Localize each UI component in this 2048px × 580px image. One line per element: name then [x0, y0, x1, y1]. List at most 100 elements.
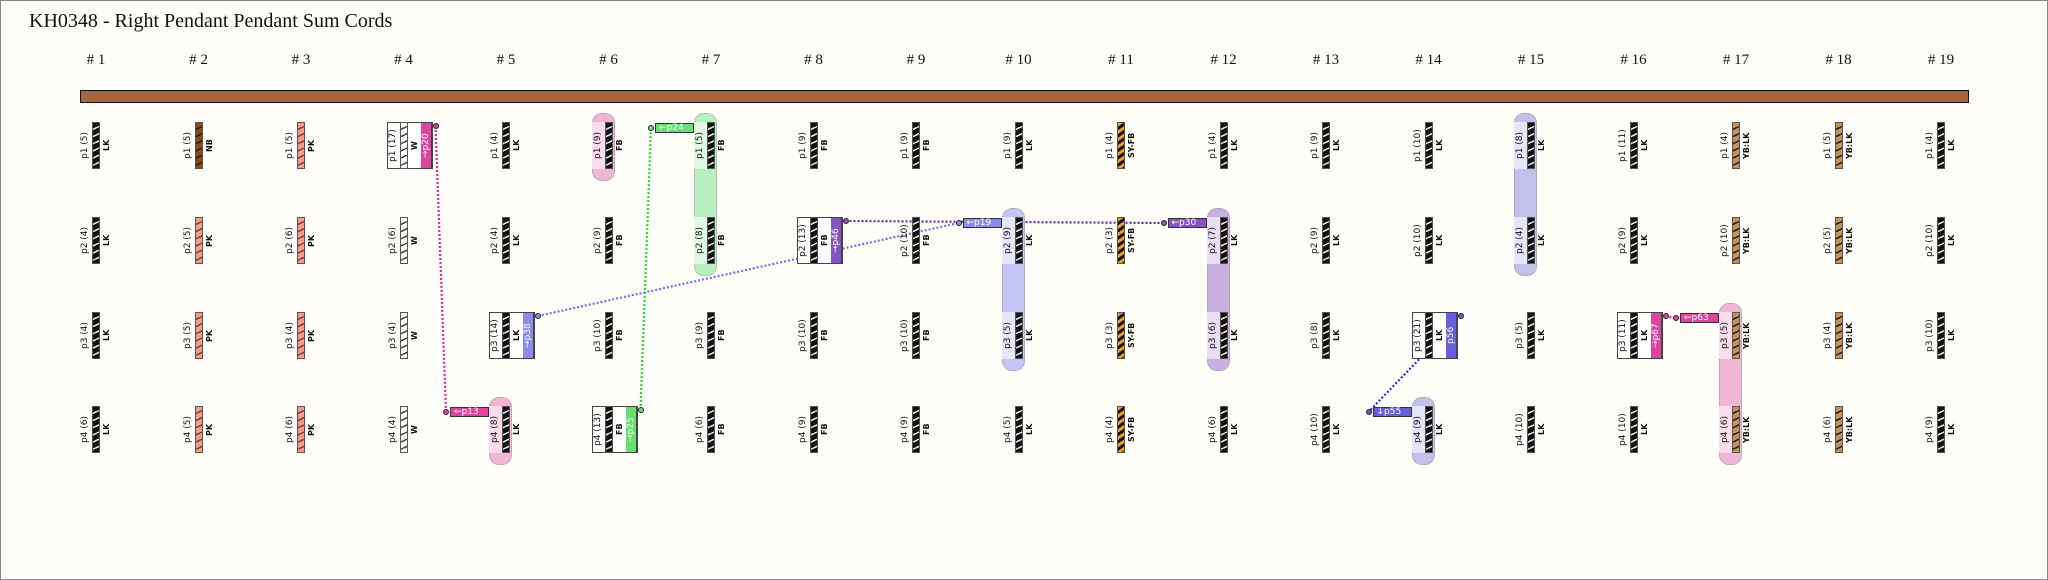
pendant-cord[interactable] — [1629, 122, 1638, 169]
link-endpoint-dot[interactable] — [443, 409, 449, 415]
pendant-cord[interactable] — [92, 122, 100, 169]
pendant-cord[interactable] — [1527, 122, 1535, 169]
pendant-cord[interactable] — [809, 217, 818, 264]
sum-cord-box[interactable]: p56 — [1411, 312, 1458, 359]
pendant-cord[interactable] — [1834, 217, 1843, 264]
pendant-cord[interactable] — [1732, 312, 1740, 359]
pendant-cord[interactable] — [502, 122, 510, 169]
pendant-cord[interactable] — [1834, 406, 1843, 453]
pendant-cord[interactable] — [604, 122, 613, 169]
sum-target-tag[interactable]: →p20 — [420, 123, 432, 168]
sum-target-tag[interactable]: →p67 — [1650, 313, 1662, 358]
pendant-cord[interactable] — [809, 122, 818, 169]
pendant-cord[interactable] — [297, 217, 305, 264]
sum-cord-box[interactable]: →p38 — [489, 312, 535, 359]
pendant-cord[interactable] — [912, 122, 920, 169]
sum-target-tag[interactable]: →p46 — [830, 218, 842, 263]
sum-target-tag[interactable]: →p38 — [523, 313, 534, 358]
pendant-cord[interactable] — [399, 122, 408, 169]
link-endpoint-dot[interactable] — [842, 218, 849, 224]
pendant-cord[interactable] — [502, 217, 510, 264]
pendant-cord[interactable] — [1732, 122, 1740, 169]
sum-cord-box[interactable]: →p20 — [386, 122, 433, 169]
pendant-cord[interactable] — [1629, 406, 1638, 453]
pendant-cord[interactable] — [1424, 122, 1433, 169]
pendant-cord[interactable] — [1117, 217, 1125, 264]
pendant-cord[interactable] — [92, 312, 100, 359]
pendant-cord[interactable] — [604, 312, 613, 359]
sum-target-tag[interactable]: p56 — [1445, 313, 1457, 358]
pendant-cord[interactable] — [194, 217, 203, 264]
pendant-cord[interactable] — [1014, 406, 1023, 453]
link-endpoint-dot[interactable] — [1365, 409, 1372, 415]
pendant-cord[interactable] — [1219, 122, 1228, 169]
pendant-cord[interactable] — [502, 312, 510, 359]
pendant-cord[interactable] — [1322, 312, 1330, 359]
pendant-cord[interactable] — [1322, 217, 1330, 264]
sum-reference-tag[interactable]: ←p19 — [962, 218, 1002, 228]
link-endpoint-dot[interactable] — [955, 220, 962, 226]
pendant-cord[interactable] — [809, 406, 818, 453]
pendant-cord[interactable] — [297, 122, 305, 169]
pendant-cord[interactable] — [604, 217, 613, 264]
pendant-cord[interactable] — [1014, 312, 1023, 359]
pendant-cord[interactable] — [707, 406, 715, 453]
pendant-cord[interactable] — [399, 217, 408, 264]
pendant-cord[interactable] — [1014, 217, 1023, 264]
pendant-cord[interactable] — [1219, 406, 1228, 453]
pendant-cord[interactable] — [604, 406, 613, 453]
pendant-cord[interactable] — [194, 122, 203, 169]
pendant-cord[interactable] — [809, 312, 818, 359]
pendant-cord[interactable] — [1219, 217, 1228, 264]
sum-cord-box[interactable]: →p46 — [796, 217, 843, 264]
pendant-cord[interactable] — [1629, 217, 1638, 264]
pendant-cord[interactable] — [912, 312, 920, 359]
pendant-cord[interactable] — [1014, 122, 1023, 169]
pendant-cord[interactable] — [1424, 406, 1433, 453]
pendant-cord[interactable] — [1732, 217, 1740, 264]
pendant-cord[interactable] — [707, 122, 715, 169]
sum-reference-tag[interactable]: ←p63 — [1680, 313, 1719, 323]
link-endpoint-dot[interactable] — [1160, 220, 1167, 226]
pendant-cord[interactable] — [1834, 122, 1843, 169]
pendant-cord[interactable] — [1117, 406, 1125, 453]
sum-cord-box[interactable]: →p25 — [591, 406, 638, 453]
link-endpoint-dot[interactable] — [648, 125, 654, 131]
pendant-cord[interactable] — [1834, 312, 1843, 359]
pendant-cord[interactable] — [92, 217, 100, 264]
sum-cord-box[interactable]: →p67 — [1616, 312, 1663, 359]
pendant-cord[interactable] — [1937, 122, 1945, 169]
pendant-cord[interactable] — [1937, 217, 1945, 264]
link-endpoint-dot[interactable] — [432, 123, 439, 129]
sum-target-tag[interactable]: →p25 — [625, 407, 637, 452]
pendant-cord[interactable] — [1322, 406, 1330, 453]
pendant-cord[interactable] — [1322, 122, 1330, 169]
sum-reference-tag[interactable]: ←p24 — [655, 123, 694, 133]
sum-reference-tag[interactable]: ←p13 — [450, 407, 489, 417]
sum-reference-tag[interactable]: ←p30 — [1167, 218, 1207, 228]
pendant-cord[interactable] — [1117, 122, 1125, 169]
pendant-cord[interactable] — [1219, 312, 1228, 359]
pendant-cord[interactable] — [297, 406, 305, 453]
pendant-cord[interactable] — [1117, 312, 1125, 359]
link-endpoint-dot[interactable] — [637, 407, 644, 413]
pendant-cord[interactable] — [1732, 406, 1740, 453]
pendant-cord[interactable] — [297, 312, 305, 359]
pendant-cord[interactable] — [1424, 217, 1433, 264]
pendant-cord[interactable] — [707, 312, 715, 359]
pendant-cord[interactable] — [92, 406, 100, 453]
sum-reference-tag[interactable]: ↓p55 — [1372, 407, 1412, 417]
pendant-cord[interactable] — [1527, 312, 1535, 359]
pendant-cord[interactable] — [194, 406, 203, 453]
pendant-cord[interactable] — [1424, 312, 1433, 359]
pendant-cord[interactable] — [1629, 312, 1638, 359]
pendant-cord[interactable] — [1527, 217, 1535, 264]
pendant-cord[interactable] — [399, 312, 408, 359]
pendant-cord[interactable] — [912, 217, 920, 264]
link-endpoint-dot[interactable] — [535, 313, 541, 319]
pendant-cord[interactable] — [1937, 406, 1945, 453]
pendant-cord[interactable] — [1937, 312, 1945, 359]
pendant-cord[interactable] — [912, 406, 920, 453]
pendant-cord[interactable] — [194, 312, 203, 359]
pendant-cord[interactable] — [502, 406, 510, 453]
